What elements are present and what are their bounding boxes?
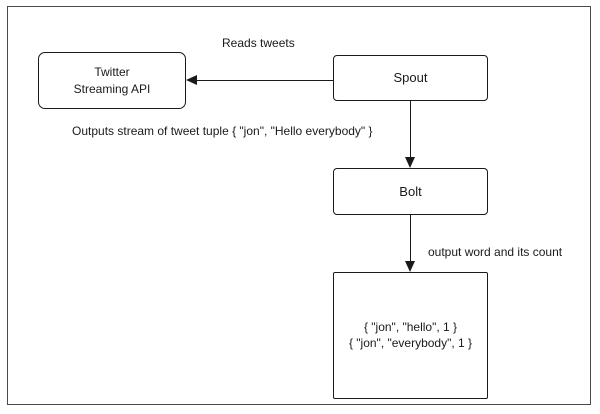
node-twitter-label-line1: Twitter (94, 65, 130, 80)
arrow-spout-to-twitter-line (197, 80, 333, 81)
node-spout-label: Spout (393, 70, 428, 86)
arrow-left-icon (186, 75, 197, 85)
node-spout: Spout (333, 55, 488, 101)
arrow-bolt-to-result-line (410, 215, 411, 262)
edge-label-reads-tweets: Reads tweets (222, 36, 295, 50)
edge-label-output-word-count: output word and its count (428, 245, 563, 259)
edge-label-outputs-stream: Outputs stream of tweet tuple { "jon", "… (72, 124, 373, 138)
node-bolt-label: Bolt (399, 183, 422, 199)
node-twitter-streaming-api: Twitter Streaming API (38, 52, 186, 109)
arrow-down-icon (405, 261, 415, 272)
node-result-tuples: { "jon", "hello", 1 } { "jon", "everybod… (333, 272, 488, 399)
arrow-down-icon (405, 157, 415, 168)
arrow-spout-to-bolt-line (410, 101, 411, 158)
node-bolt: Bolt (333, 168, 488, 215)
result-tuple-line2: { "jon", "everybody", 1 } (348, 336, 473, 351)
result-tuple-line1: { "jon", "hello", 1 } (363, 320, 458, 334)
node-twitter-label-line2: Streaming API (73, 81, 151, 96)
